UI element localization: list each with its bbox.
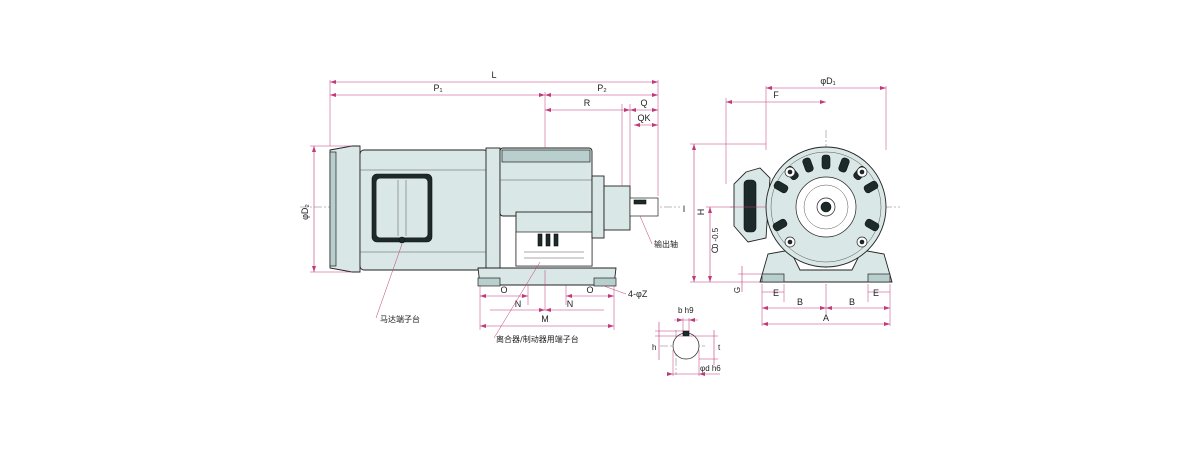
label-phiD2: φD₂ [300, 204, 310, 220]
label-output-shaft: 输出轴 [654, 239, 678, 249]
label-O-right: O [586, 285, 593, 295]
dim-phiD2: φD₂ [300, 145, 352, 273]
dim-L: L [329, 70, 659, 196]
dim-R-Q-QK: R Q QK [545, 98, 658, 186]
label-O-left: O [500, 285, 507, 295]
label-E-right: E [873, 288, 879, 298]
label-motor-terminal: 马达端子台 [380, 314, 420, 324]
side-view: L P₁ P₂ R Q QK [300, 70, 685, 344]
label-Q: Q [640, 98, 647, 108]
label-phi-d-h6: φd h6 [700, 364, 721, 373]
label-C-tolerance: 0 -0.5 [711, 227, 720, 248]
label-A: A [823, 313, 829, 323]
label-QK: QK [637, 113, 650, 123]
end-view: φD₁ F H C 0 -0.5 G E E [690, 76, 900, 326]
label-N-left: N [515, 299, 522, 309]
label-E-left: E [773, 288, 779, 298]
label-B-right: B [849, 297, 855, 307]
label-h: h [652, 343, 656, 352]
shaft-section: b h9 h t φd h6 [652, 306, 721, 376]
label-M: M [541, 314, 549, 324]
label-clutch-terminal: 离合器/制动器用端子台 [496, 334, 579, 344]
label-t: t [718, 343, 721, 352]
label-P2: P₂ [597, 83, 607, 93]
dim-O-N: O O N N M [479, 270, 615, 330]
label-H: H [696, 209, 706, 216]
label-L: L [491, 70, 496, 80]
label-I: I [683, 204, 686, 214]
label-C: C [710, 246, 720, 253]
label-F: F [773, 90, 779, 100]
label-b-h9: b h9 [678, 306, 694, 315]
label-phiD1: φD₁ [820, 76, 835, 86]
dim-P: P₁ P₂ [330, 83, 658, 148]
label-B-left: B [797, 297, 803, 307]
label-4-phiZ: 4-φZ [628, 289, 648, 299]
label-P1: P₁ [433, 83, 442, 93]
label-G: G [733, 287, 742, 293]
fan-slots [772, 154, 880, 232]
label-N-right: N [567, 299, 574, 309]
label-R: R [584, 98, 591, 108]
